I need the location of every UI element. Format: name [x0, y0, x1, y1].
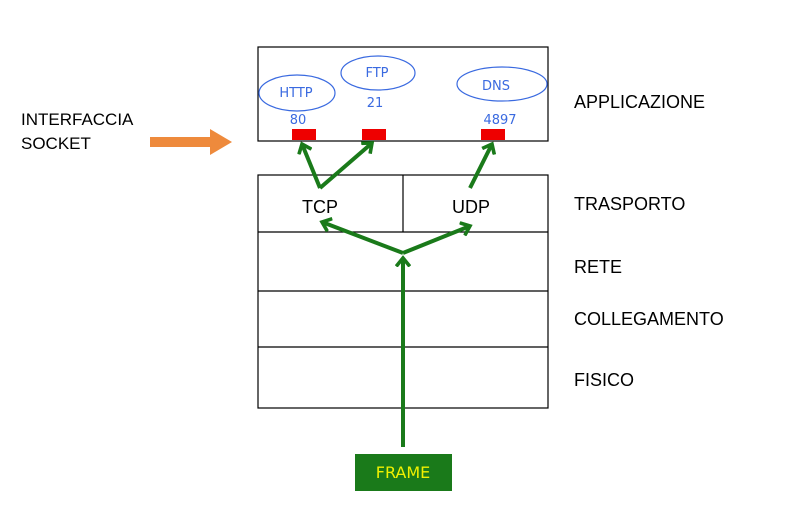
http-port-label: 80 [290, 113, 307, 128]
interface-label-line2: SOCKET [21, 134, 91, 153]
interface-arrow-shaft [150, 137, 212, 147]
dns-app-ellipse [456, 66, 548, 102]
http-app-label: HTTP [279, 86, 312, 101]
layer-label-link: COLLEGAMENTO [574, 309, 724, 329]
network-to-udp-arrow [402, 226, 470, 255]
dns-socket [481, 129, 505, 140]
udp-to-dns-arrow [468, 144, 492, 189]
ftp-socket [362, 129, 386, 140]
ftp-port-label: 21 [367, 96, 384, 111]
tcp-to-ftp-arrow [318, 143, 372, 190]
http-app-ellipse [258, 74, 336, 112]
layer-label-physical: FISICO [574, 370, 634, 390]
layer-label-network: RETE [574, 257, 622, 277]
interface-arrow-head [210, 129, 232, 155]
dns-port-label: 4897 [483, 113, 516, 128]
interface-label-line1: INTERFACCIA [21, 110, 134, 129]
frame-label: FRAME [376, 463, 431, 482]
udp-label: UDP [452, 197, 490, 217]
frame-box [355, 454, 452, 491]
layer-label-application: APPLICAZIONE [574, 92, 705, 112]
ftp-app-ellipse [340, 55, 416, 91]
dns-app-label: DNS [482, 79, 510, 94]
application-layer-box [257, 46, 549, 142]
ftp-app-label: FTP [365, 66, 388, 81]
tcp-label: TCP [302, 197, 338, 217]
layer-label-transport: TRASPORTO [574, 194, 685, 214]
network-to-tcp-arrow [322, 222, 404, 255]
tcp-to-http-arrow [302, 144, 322, 189]
http-socket [292, 129, 316, 140]
